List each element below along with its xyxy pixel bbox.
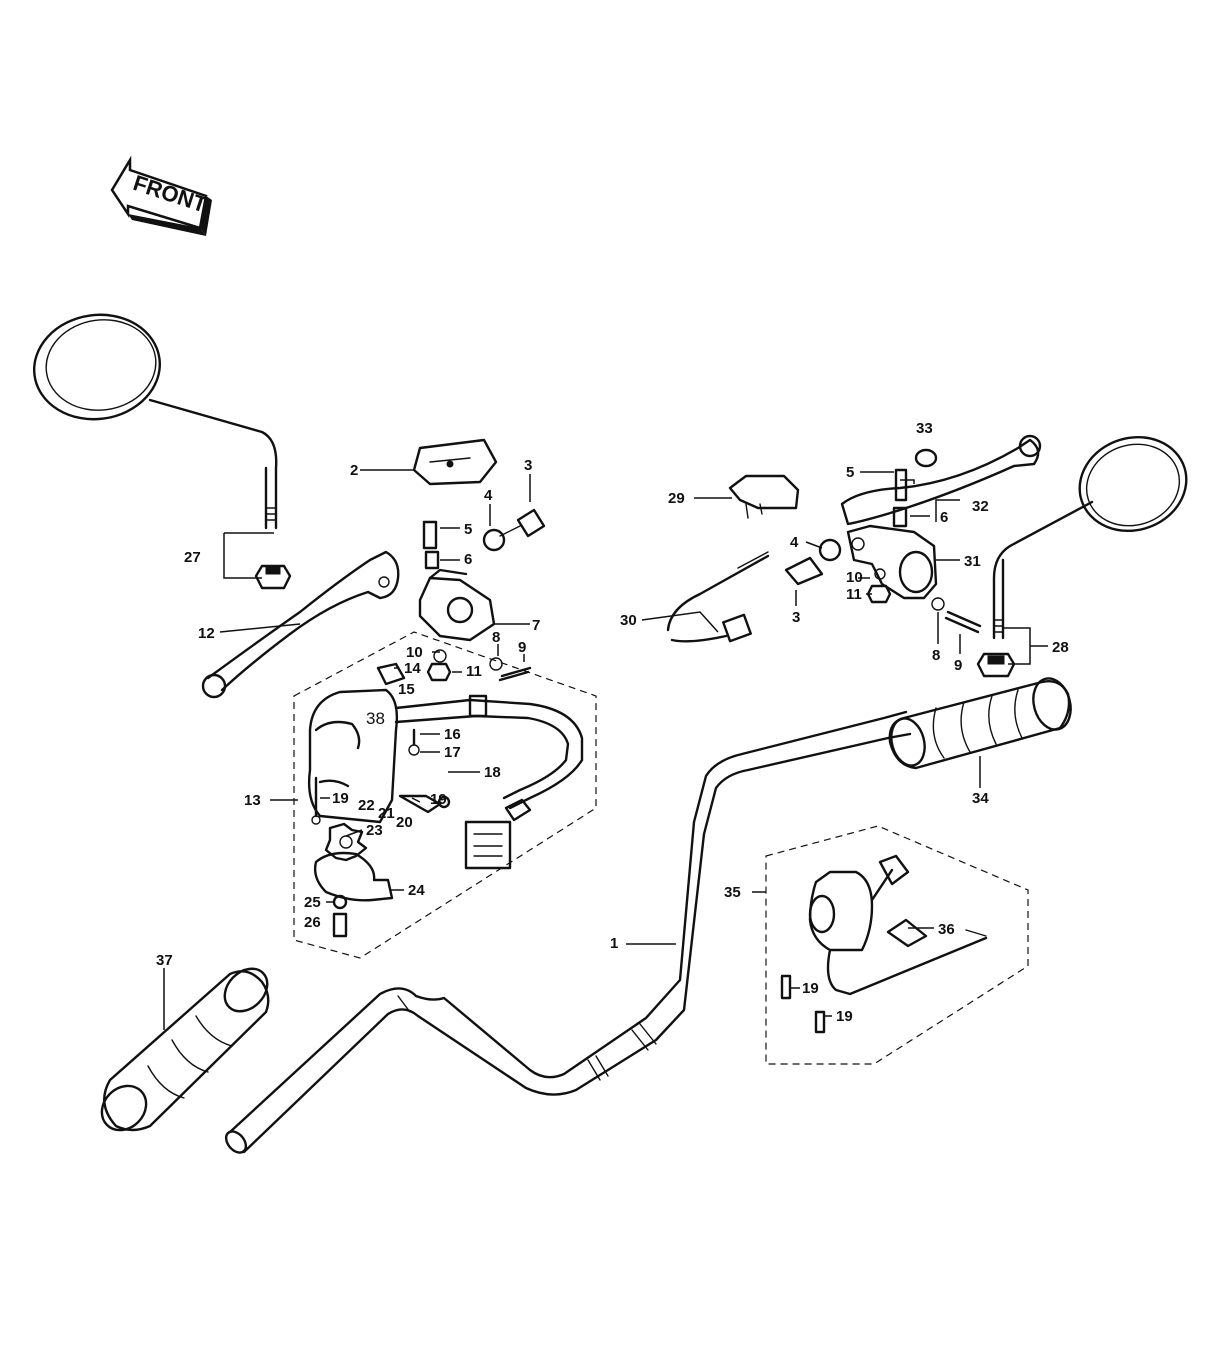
callout-38: 38 — [366, 709, 385, 728]
callout-14: 14 — [404, 660, 421, 677]
callout-19d: 19 — [836, 1008, 853, 1025]
brake-master-holder — [846, 524, 938, 600]
callout-10a: 10 — [406, 644, 423, 661]
callout-9a: 9 — [518, 639, 526, 656]
callout-3a: 3 — [524, 457, 532, 474]
left-switch-assembly-box — [293, 631, 597, 959]
screw-parts-left — [422, 508, 546, 682]
callout-27: 27 — [184, 549, 201, 566]
callout-3b: 3 — [792, 609, 800, 626]
callout-6a: 6 — [464, 551, 472, 568]
callout-34: 34 — [972, 790, 989, 807]
mirror-nut-left — [254, 564, 292, 590]
throttle-pulley — [313, 822, 394, 938]
callout-1: 1 — [610, 935, 618, 952]
callout-28: 28 — [1052, 639, 1069, 656]
callout-15: 15 — [398, 681, 415, 698]
callout-36: 36 — [938, 921, 955, 938]
callout-37: 37 — [156, 952, 173, 969]
callout-6b: 6 — [940, 509, 948, 526]
lever-cover-left — [412, 438, 498, 486]
callout-31: 31 — [964, 553, 981, 570]
left-grip — [100, 967, 270, 1132]
brake-lever — [840, 434, 1042, 526]
left-mirror — [32, 313, 278, 530]
callout-32: 32 — [972, 498, 989, 515]
callout-10b: 10 — [846, 569, 863, 586]
callout-19c: 19 — [802, 980, 819, 997]
callout-12: 12 — [198, 625, 215, 642]
callout-11a: 11 — [466, 663, 482, 680]
callout-30: 30 — [620, 612, 637, 629]
callout-2: 2 — [350, 462, 358, 479]
callout-33: 33 — [916, 420, 933, 437]
stop-switch-wire — [666, 551, 770, 643]
callout-4b: 4 — [790, 534, 799, 551]
callout-7: 7 — [532, 617, 540, 634]
callout-labels: 1 2 3 3 4 4 5 5 6 6 7 8 8 9 9 10 10 11 1… — [156, 420, 1069, 1025]
left-switch-housing — [307, 662, 584, 870]
callout-16: 16 — [444, 726, 461, 743]
right-grip — [888, 677, 1072, 770]
right-mirror — [992, 435, 1188, 640]
callout-19b: 19 — [430, 791, 447, 808]
callout-22: 22 — [358, 797, 375, 814]
callout-26: 26 — [304, 914, 321, 931]
callout-21: 21 — [378, 805, 395, 822]
callout-5a: 5 — [464, 521, 472, 538]
callout-11b: 11 — [846, 586, 862, 603]
callout-18: 18 — [484, 764, 501, 781]
right-switch-assembly-box — [765, 825, 1029, 1065]
callout-8a: 8 — [492, 629, 500, 646]
clutch-holder — [418, 568, 496, 642]
right-switch-housing — [780, 854, 988, 1034]
callout-9b: 9 — [954, 657, 962, 674]
callout-29: 29 — [668, 490, 685, 507]
front-arrow-icon: FRONT — [110, 155, 212, 236]
callout-35: 35 — [724, 884, 741, 901]
callout-25: 25 — [304, 894, 321, 911]
mirror-nut-right — [976, 652, 1016, 678]
callout-17: 17 — [444, 744, 461, 761]
callout-19a: 19 — [332, 790, 349, 807]
clutch-lever — [201, 550, 400, 699]
callout-8b: 8 — [932, 647, 940, 664]
callout-13: 13 — [244, 792, 261, 809]
handlebar — [224, 710, 912, 1154]
callout-24: 24 — [408, 882, 425, 899]
callout-4a: 4 — [484, 487, 493, 504]
callout-20: 20 — [396, 814, 413, 831]
leader-lines — [163, 469, 1048, 1030]
callout-23: 23 — [366, 822, 383, 839]
lever-cover-right — [728, 474, 800, 519]
callout-5b: 5 — [846, 464, 854, 481]
